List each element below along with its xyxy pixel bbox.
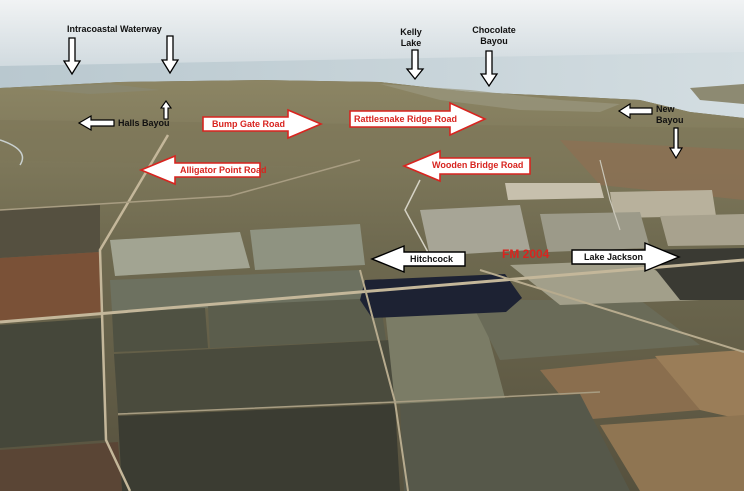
field	[400, 394, 630, 491]
rattlesnake-ridge-road-label: Rattlesnake Ridge Road	[354, 114, 458, 124]
field-dark	[208, 298, 386, 348]
bump-gate-road-label: Bump Gate Road	[212, 119, 286, 129]
field-tan	[655, 350, 744, 420]
canal	[599, 159, 621, 231]
arrow-left-icon	[617, 102, 653, 120]
field	[540, 212, 650, 252]
arrow-down-icon	[160, 35, 180, 75]
arrow-left-icon	[401, 149, 531, 183]
road	[479, 269, 744, 353]
field	[420, 205, 530, 256]
marsh-band	[0, 120, 744, 175]
fm-2004-label: FM 2004	[502, 247, 550, 261]
new-bayou-label: New Bayou	[656, 104, 684, 125]
canal	[404, 179, 431, 257]
arrow-left-icon	[370, 244, 466, 274]
field	[505, 183, 604, 200]
bay-water	[0, 52, 744, 118]
field-dark	[0, 205, 100, 258]
field	[610, 190, 716, 218]
alligator-point-road-label: Alligator Point Road	[180, 165, 267, 175]
arrow-right-icon	[202, 108, 324, 140]
arrow-down-icon	[405, 49, 425, 81]
road	[0, 258, 744, 324]
marsh-island	[380, 84, 620, 112]
field-red	[0, 252, 102, 322]
chocolate-bayou-label: Chocolate Bayou	[472, 25, 516, 46]
arrow-left-icon	[138, 154, 261, 186]
road	[117, 391, 601, 415]
arrow-down-icon	[62, 37, 82, 76]
arrow-right-icon	[571, 241, 681, 273]
field	[660, 214, 744, 246]
field-brown	[0, 442, 122, 491]
hitchcock-label: Hitchcock	[410, 254, 454, 264]
field	[110, 232, 250, 276]
arrow-right-icon	[349, 101, 487, 137]
arrow-down-icon	[668, 127, 684, 160]
field-tan	[600, 415, 744, 491]
arrow-up-icon	[159, 100, 173, 120]
road	[98, 134, 170, 491]
arrow-down-icon	[479, 50, 499, 88]
field-dark	[114, 340, 395, 414]
arrow-left-icon	[77, 114, 115, 132]
pond	[360, 274, 522, 318]
halls-bayou-label: Halls Bayou	[118, 118, 170, 128]
wooden-bridge-road-label: Wooden Bridge Road	[432, 160, 524, 170]
intracoastal-waterway-label: Intracoastal Waterway	[67, 24, 162, 34]
field	[250, 224, 365, 270]
field	[470, 300, 700, 360]
road	[0, 159, 361, 211]
bayou-channel	[0, 139, 24, 166]
marsh-island	[690, 84, 744, 104]
marsh-island	[20, 84, 160, 94]
kelly-lake-label: Kelly Lake	[400, 27, 422, 48]
field-dark	[118, 404, 400, 491]
lake-jackson-label: Lake Jackson	[584, 252, 644, 262]
field-dark	[0, 318, 106, 448]
field-striped	[385, 304, 505, 404]
field	[110, 270, 366, 312]
field-dark	[112, 308, 208, 352]
